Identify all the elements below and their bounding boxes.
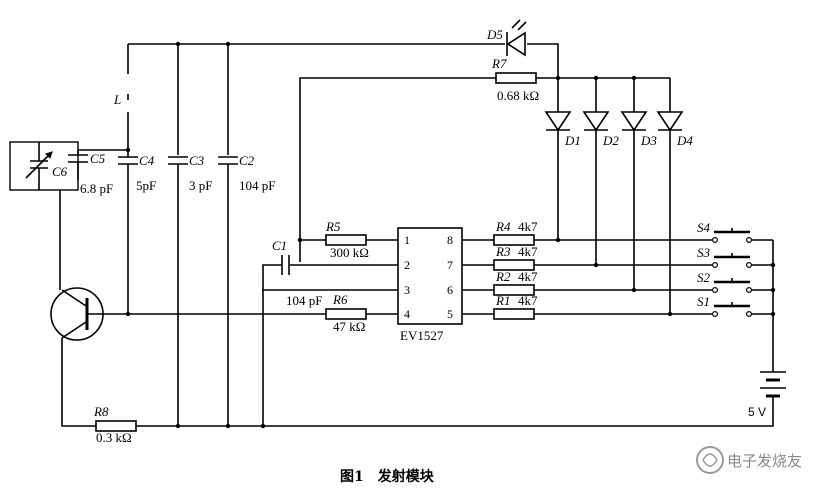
switch-s4: S4 (697, 220, 773, 244)
ic-pin-4: 4 (404, 307, 410, 321)
ic-pin-2: 2 (404, 258, 410, 272)
resistor-r2: R2 4k7 (462, 269, 712, 296)
r2-label: R2 (495, 269, 511, 284)
r1-label: R1 (495, 293, 510, 308)
r7-value: 0.68 kΩ (497, 88, 539, 103)
c1-value: 104 pF (286, 293, 322, 308)
r7-label: R7 (491, 56, 507, 71)
c3-label: C3 (189, 153, 205, 168)
r3-value: 4k7 (518, 244, 538, 259)
switch-s2: S2 (697, 270, 773, 294)
cap-c3: C3 3 pF (168, 153, 212, 426)
c2-value: 104 pF (239, 178, 275, 193)
battery-value: 5 V (748, 405, 766, 419)
top-wire (127, 43, 559, 155)
d4-label: D4 (676, 133, 693, 148)
r4-label: R4 (495, 219, 511, 234)
r3-label: R3 (495, 244, 511, 259)
r1-value: 4k7 (518, 293, 538, 308)
resistor-r3: R3 4k7 (462, 244, 712, 271)
ic-pin-6: 6 (447, 283, 453, 297)
ic-pin-3: 3 (404, 283, 410, 297)
r6-value: 47 kΩ (333, 319, 365, 334)
d1-label: D1 (564, 133, 581, 148)
cap-c4: C4 5pF (118, 150, 156, 314)
s3-label: S3 (697, 245, 711, 260)
c4-value: 5pF (136, 178, 156, 193)
ic-pin-5: 5 (447, 307, 453, 321)
r2-value: 4k7 (518, 269, 538, 284)
r5-value: 300 kΩ (330, 245, 369, 260)
s2-label: S2 (697, 270, 711, 285)
c1-label: C1 (272, 238, 287, 253)
r8-value: 0.3 kΩ (96, 430, 132, 445)
inductor-l-label: L (113, 92, 121, 107)
ic-pin-1: 1 (404, 233, 410, 247)
s4-label: S4 (697, 220, 711, 235)
c6-label: C6 (52, 164, 68, 179)
d3-label: D3 (640, 133, 657, 148)
watermark-text: 电子发烧友 (727, 452, 802, 470)
diode-d3: D3 (620, 78, 657, 290)
r8-label: R8 (93, 404, 109, 419)
cap-c5: C5 6.8 pF (59, 149, 128, 290)
switch-s3: S3 (697, 245, 773, 269)
diode-d2: D2 (582, 78, 619, 265)
r6-label: R6 (332, 292, 348, 307)
ic-left-wiring: R5 300 kΩ C1 104 pF R6 47 kΩ (125, 219, 398, 426)
watermark: 电子发烧友 (696, 446, 802, 474)
resistor-r4: R4 4k7 (462, 219, 712, 246)
ic-pin-8: 8 (447, 233, 453, 247)
switch-s1: S1 (697, 294, 773, 318)
s1-label: S1 (697, 294, 710, 309)
rf-transistor (50, 287, 128, 427)
c4-label: C4 (139, 153, 155, 168)
c3-value: 3 pF (189, 178, 212, 193)
cap-c2: C2 104 pF (218, 153, 275, 426)
c5-value: 6.8 pF (80, 181, 113, 196)
r5-label: R5 (325, 219, 341, 234)
battery-5v: 5 V (748, 240, 786, 419)
led-d5: D5 (486, 19, 527, 57)
resistor-r8: R8 0.3 kΩ (93, 404, 774, 445)
d5-label: D5 (486, 27, 503, 42)
figure-caption: 图1 发射模块 (340, 468, 435, 485)
ic-name: EV1527 (400, 328, 444, 343)
c2-label: C2 (239, 153, 255, 168)
resistor-r1: R1 4k7 (462, 293, 712, 320)
ic-pin-7: 7 (447, 258, 453, 272)
r7-row: R7 0.68 kΩ (299, 56, 671, 262)
diode-d1: D1 (544, 78, 581, 240)
diode-d4: D4 (656, 111, 693, 314)
tuning-cap-c6: C6 (9, 141, 79, 191)
ic-ev1527: 1 2 3 4 8 7 6 5 EV1527 (397, 227, 463, 343)
d2-label: D2 (602, 133, 619, 148)
c5-label: C5 (90, 151, 106, 166)
r4-value: 4k7 (518, 219, 538, 234)
